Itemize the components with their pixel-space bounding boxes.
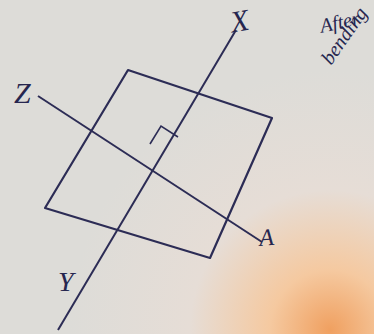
square-plate (45, 70, 272, 258)
axis-label: Y (58, 268, 74, 296)
axis-line (38, 96, 262, 242)
axis-label: A (258, 225, 275, 250)
axis-label: Z (14, 78, 31, 108)
right-angle-mark (150, 126, 178, 144)
axis-label: X (228, 5, 251, 38)
axis-line (58, 30, 236, 330)
